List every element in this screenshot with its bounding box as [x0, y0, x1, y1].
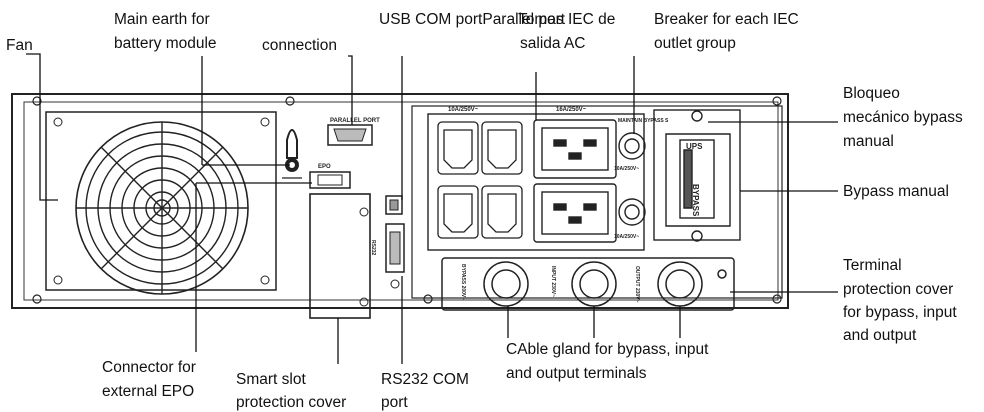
label-connection: connection [262, 37, 337, 54]
rs232-port [385, 223, 405, 289]
fan-grille [45, 111, 277, 295]
label-breaker-line1: Breaker for each IEC [654, 11, 799, 28]
label-bloqueo-line1: Bloqueo [843, 85, 900, 102]
panel-mark-ups: UPS [686, 142, 703, 151]
label-breaker-line2: outlet group [654, 35, 736, 52]
panel-mark-gland-output: OUTPUT 230V~ [634, 266, 640, 303]
usb-port [385, 195, 403, 215]
label-usb-com: USB COM portParallel port [379, 11, 566, 28]
label-rs232-line2: port [381, 394, 408, 411]
panel-mark-outlet-right: 16A/250V~ [556, 107, 587, 113]
panel-mark-epo: EPO [318, 164, 331, 170]
panel-mark-parallel-port: PARALLEL PORT [330, 118, 380, 124]
iec-outlet-c19-row2 [533, 183, 617, 243]
main-earth-terminal [282, 129, 302, 179]
label-cable-gland-line2: and output terminals [506, 365, 647, 382]
label-tomas-iec-line1: Tomas IEC de [518, 11, 616, 28]
panel-mark-rs232: RS232 [370, 240, 376, 256]
chassis-inner-outline [23, 101, 779, 301]
label-bypass-manual: Bypass manual [843, 183, 949, 200]
panel-mark-outlet-left: 10A/250V~ [448, 107, 479, 113]
leader-parallel [348, 55, 353, 125]
label-main-earth-line1: Main earth for [114, 11, 210, 28]
panel-mark-breaker-top: MAINTAIN BYPASS S [618, 118, 669, 124]
label-cable-gland-line1: CAble gland for bypass, input [506, 341, 709, 358]
label-rs232-line1: RS232 COM [381, 371, 469, 388]
label-connector-epo-line2: external EPO [102, 383, 195, 400]
iec-outlet-c19 [533, 119, 617, 179]
label-tomas-iec-line2: salida AC [520, 35, 586, 52]
iec-outlet-c13 [437, 121, 523, 175]
epo-connector [309, 171, 351, 189]
label-fan: Fan [6, 37, 33, 54]
panel-mark-gland-input: INPUT 230V~ [550, 266, 556, 297]
parallel-port [327, 124, 373, 146]
chassis-screws [32, 96, 782, 304]
outlet-block [411, 105, 783, 311]
terminal-cover [441, 257, 735, 311]
leader-lines [26, 53, 838, 364]
panel-mark-bypass: BYPASS [691, 184, 700, 217]
label-main-earth-line2: battery module [114, 35, 217, 52]
breakers [618, 132, 646, 226]
leader-fan [26, 53, 58, 201]
label-terminal-line3: for bypass, input [843, 304, 957, 321]
label-terminal-line4: and output [843, 327, 917, 344]
label-bloqueo-line3: manual [843, 133, 894, 150]
manual-bypass-switch [653, 109, 741, 242]
label-bloqueo-line2: mecánico bypass [843, 109, 963, 126]
chassis-outline [11, 93, 789, 309]
panel-mark-breaker-rating-bottom: 10A/250V~ [614, 234, 640, 240]
panel-mark-gland-bypass: BYPASS 200V~ [460, 264, 466, 301]
iec-outlet-c13-row2 [437, 185, 523, 239]
label-smart-slot-line1: Smart slot [236, 371, 306, 388]
panel-mark-breaker-rating-top: 10A/250V~ [614, 166, 640, 172]
smart-slot-cover [309, 193, 371, 319]
label-terminal-line1: Terminal [843, 257, 902, 274]
label-smart-slot-line2: protection cover [236, 394, 347, 411]
label-connector-epo-line1: Connector for [102, 359, 196, 376]
label-terminal-line2: protection cover [843, 281, 954, 298]
